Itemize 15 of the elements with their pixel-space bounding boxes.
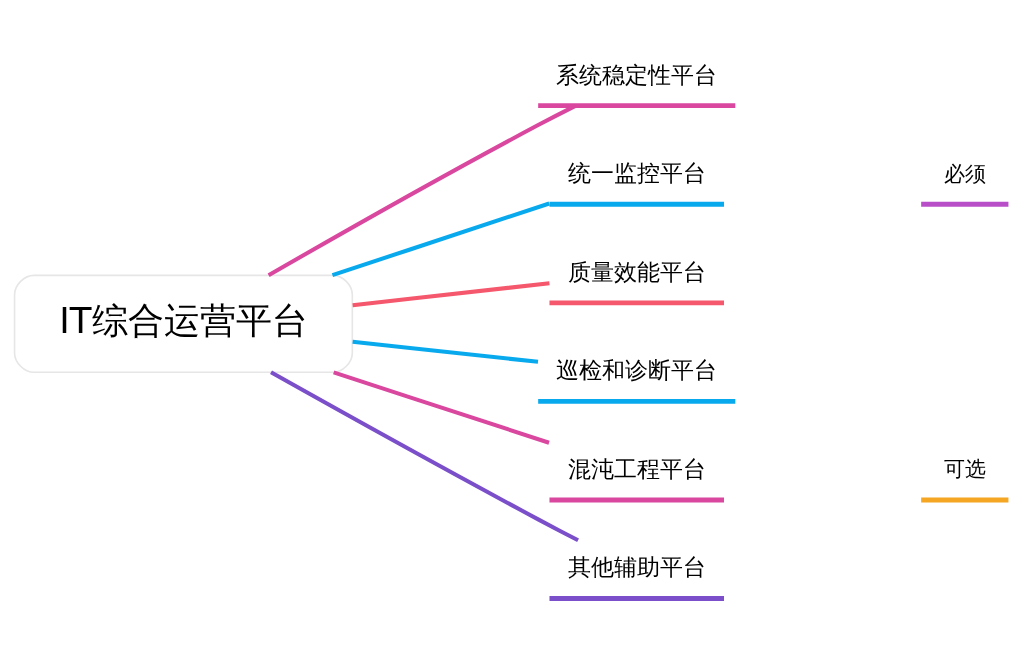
label: 必须 <box>943 161 986 186</box>
node-text: 统一监控平台 <box>567 160 706 187</box>
node-text: 其他辅助平台 <box>567 554 706 581</box>
connector <box>267 104 577 277</box>
connector <box>331 201 550 278</box>
connector <box>352 339 539 364</box>
node-box: IT综合运营平台 <box>13 274 354 374</box>
node-text: 系统稳定性平台 <box>556 61 718 88</box>
connector <box>352 281 550 308</box>
connector <box>270 370 579 543</box>
node-text: 巡检和诊断平台 <box>556 357 718 384</box>
node-text: 混沌工程平台 <box>567 455 706 482</box>
label: 可选 <box>943 457 986 482</box>
node-text: 质量效能平台 <box>567 258 706 285</box>
connector <box>333 370 550 445</box>
